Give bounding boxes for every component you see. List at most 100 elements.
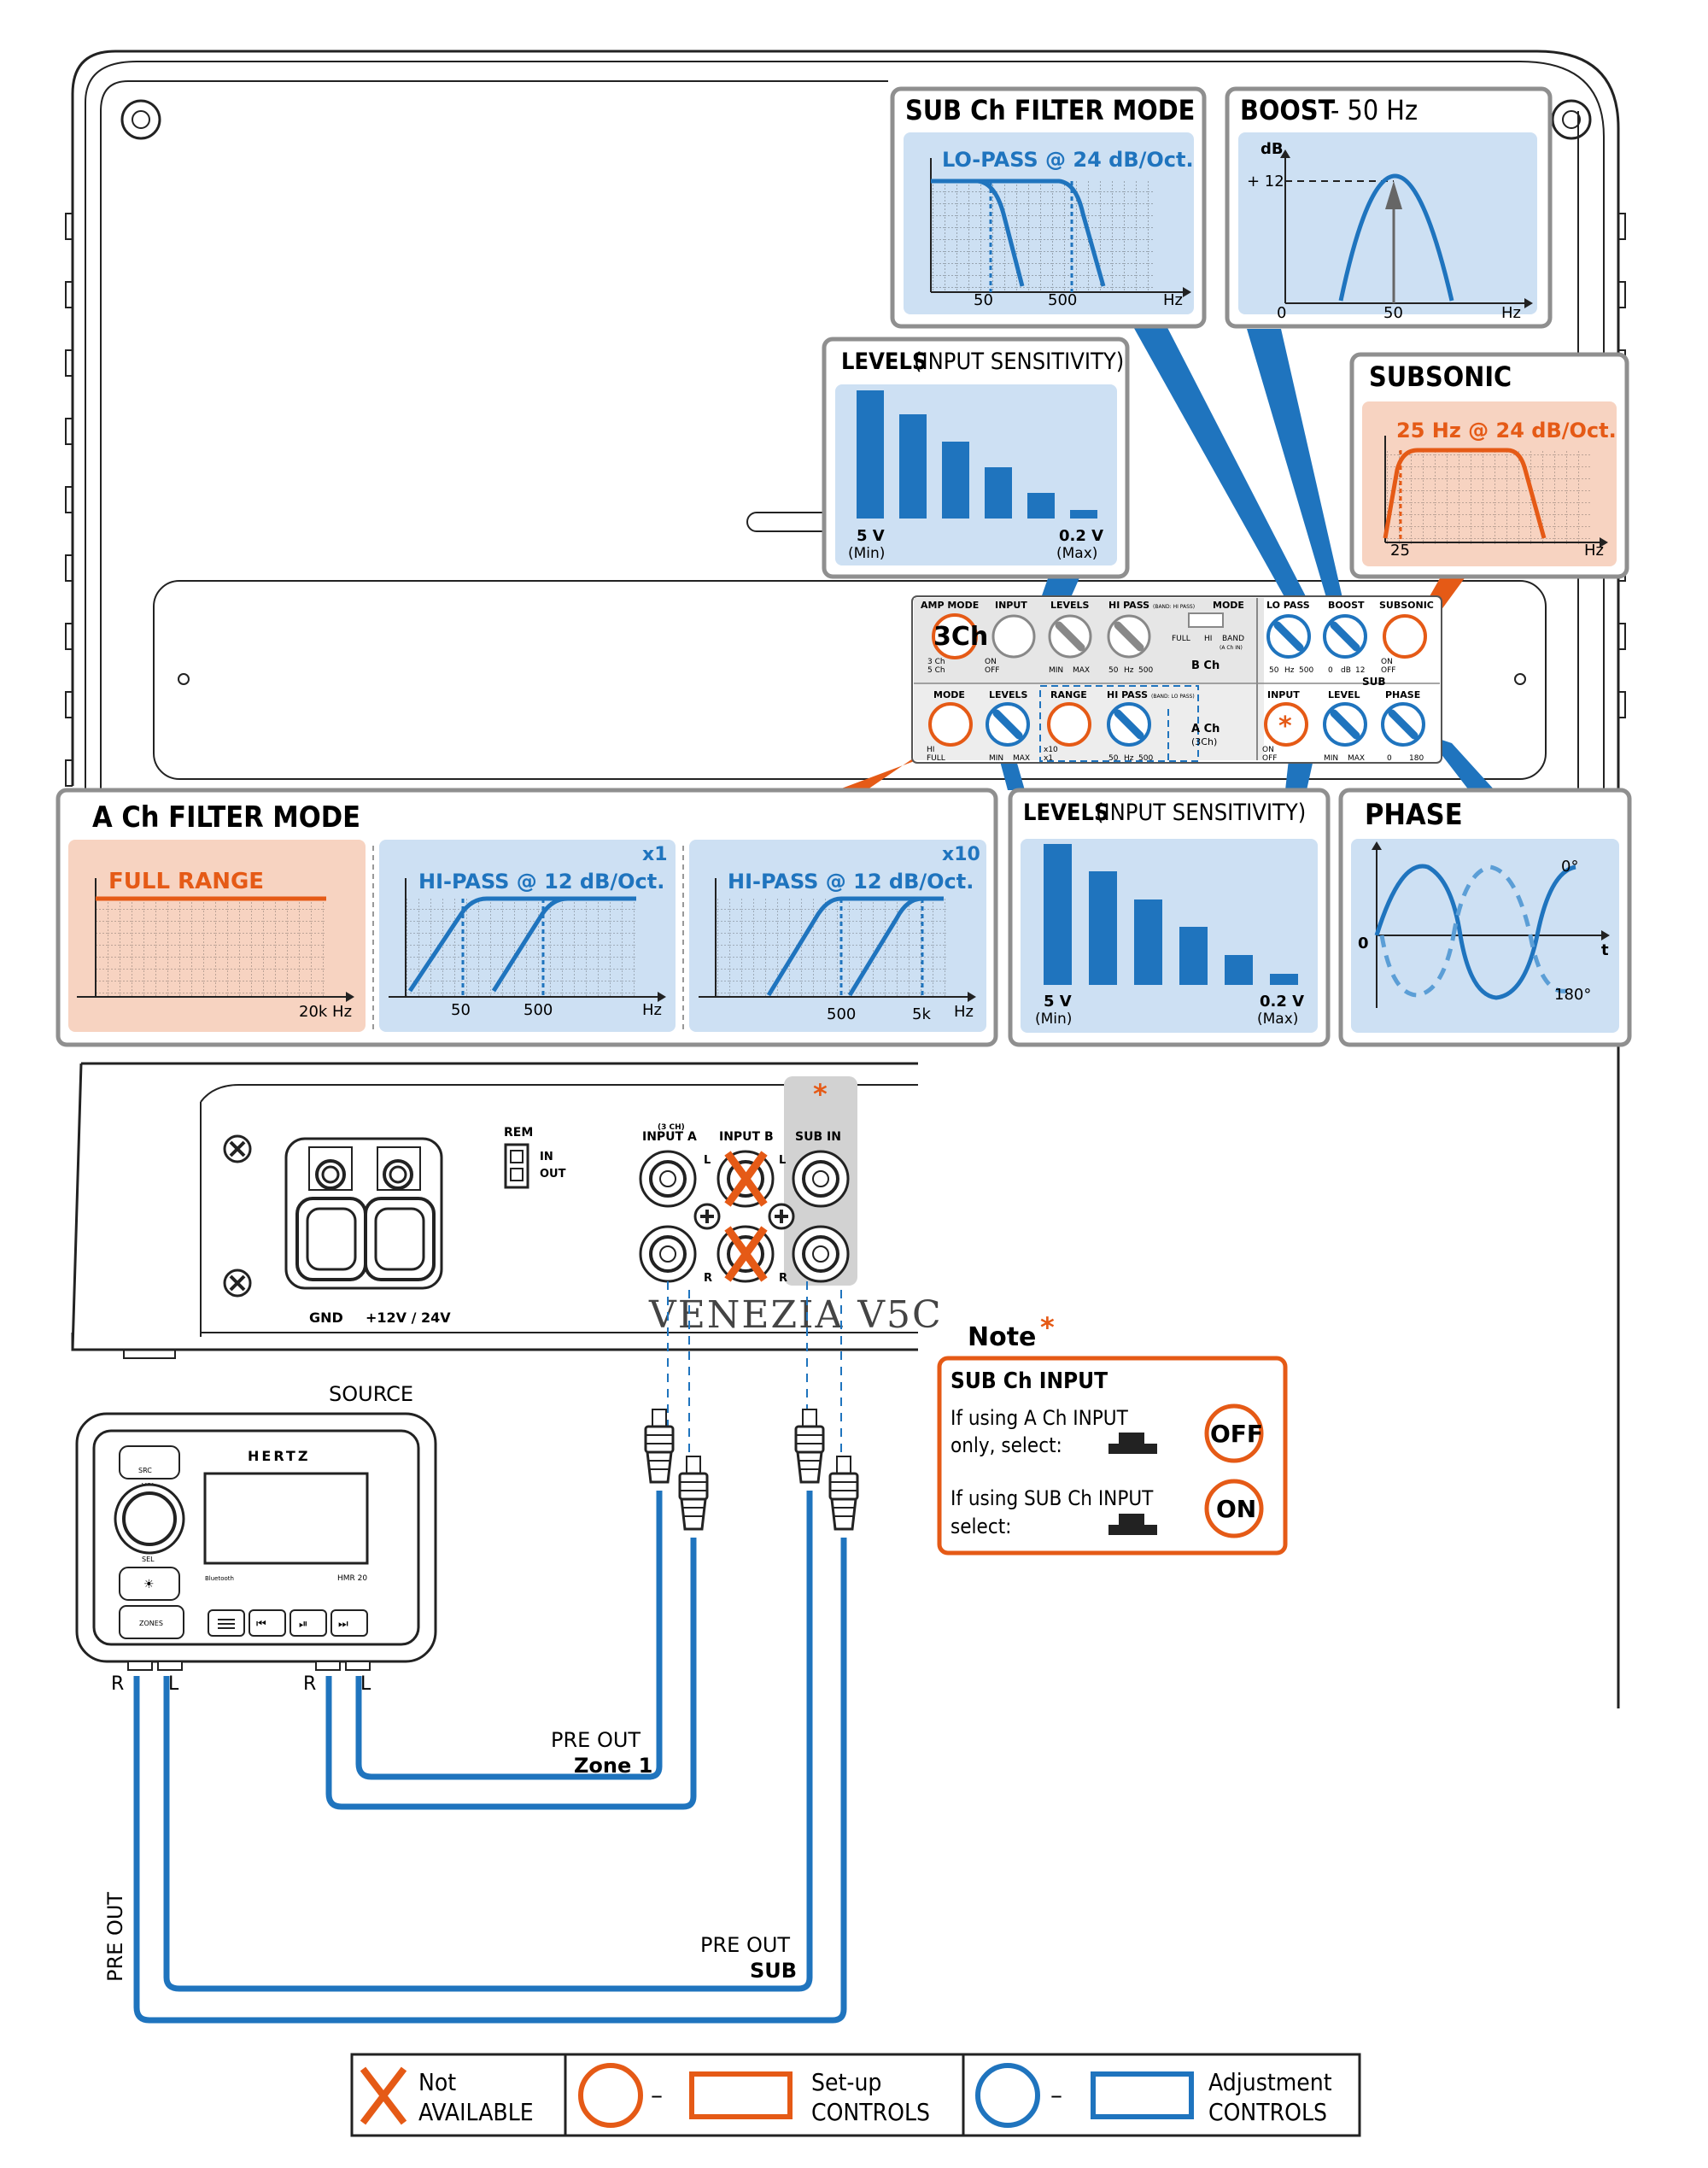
switch-off-icon — [1108, 1433, 1157, 1454]
rem-out-label: OUT — [540, 1168, 566, 1181]
a-hp-50: 50 — [1108, 754, 1119, 763]
levels-top-left-value: 5 V — [857, 527, 885, 545]
a-range-x10: x10 — [1044, 746, 1058, 754]
a-range-switch[interactable] — [1047, 702, 1091, 747]
sub-filter-tick-50: 50 — [974, 291, 993, 309]
prev-icon: ⏮ — [256, 1618, 266, 1631]
sub-level-min: MIN — [1324, 754, 1338, 763]
levels-top-title-bold: LEVELS — [841, 349, 927, 375]
prev-button[interactable] — [249, 1609, 286, 1637]
sub-subsonic-label: SUBSONIC — [1379, 600, 1434, 611]
a-filter-mode-box: A Ch FILTER MODE FULL RANGE 20k Hz x1 HI… — [56, 788, 998, 1047]
a-mode-switch[interactable] — [928, 702, 973, 747]
levels-bottom-left-value: 5 V — [1044, 993, 1072, 1011]
input-b-label: INPUT B — [719, 1130, 774, 1144]
note-box: Note * SUB Ch INPUT If using A Ch INPUT … — [937, 1311, 1288, 1556]
sub-boost-db: dB — [1341, 666, 1351, 675]
hp-x1-label: HI-PASS @ 12 dB/Oct. — [418, 870, 664, 894]
sub-boost-label: BOOST — [1328, 600, 1365, 611]
rca-input-a-l[interactable] — [639, 1150, 697, 1208]
a-hipass-label: HI PASS — [1107, 689, 1148, 700]
a-hipass-note: (BAND: LO PASS) — [1151, 694, 1195, 700]
zone1-label: Zone 1 — [574, 1754, 652, 1778]
sub-subsonic-on: ON — [1381, 658, 1393, 666]
src-button[interactable] — [119, 1445, 180, 1480]
level-bottom-bar-6 — [1270, 974, 1298, 985]
phase-box: PHASE 0° 180° 0 t — [1338, 788, 1632, 1047]
pre-out-zone1-label: PRE OUT — [551, 1728, 640, 1752]
hp-x1-tick-500: 500 — [524, 1001, 553, 1019]
rca-plug-1 — [644, 1409, 675, 1484]
rem-label: REM — [504, 1126, 533, 1140]
out2-r: R — [303, 1673, 316, 1695]
switch-on-icon — [1108, 1514, 1157, 1535]
amp-mode-value: 3Ch — [933, 622, 988, 652]
note-line1b: only, select: — [951, 1433, 1062, 1457]
rca-sub-in-l[interactable] — [792, 1150, 850, 1208]
amp-mode-label: AMP MODE — [921, 600, 979, 611]
input-a-label: INPUT A — [642, 1130, 697, 1144]
sub-in-label: SUB IN — [795, 1130, 841, 1144]
boost-x-tick: 50 — [1383, 304, 1403, 322]
gnd-label: GND — [309, 1310, 343, 1326]
b-levels-max: MAX — [1073, 666, 1090, 675]
boost-y-mark: + 12 — [1247, 173, 1284, 190]
amp-mode-switch[interactable] — [932, 613, 978, 659]
sub-level-max: MAX — [1348, 754, 1365, 763]
control-panel: AMP MODE 3Ch 3 Ch 5 Ch INPUT ON OFF LEVE… — [911, 595, 1442, 764]
b-input-label: INPUT — [995, 600, 1027, 611]
a-mode-full: FULL — [927, 754, 945, 763]
sub-filter-title: SUB Ch FILTER MODE — [905, 94, 1195, 126]
light-button[interactable] — [119, 1567, 180, 1601]
b-mode-switch[interactable] — [1188, 612, 1224, 628]
src-label: SRC — [138, 1467, 152, 1474]
brand-logo: HERTZ — [248, 1448, 310, 1464]
left-fins — [65, 213, 73, 787]
level-bar-5 — [1027, 493, 1055, 519]
hp-x1-mult: x1 — [642, 844, 668, 865]
sub-in-asterisk: * — [813, 1078, 828, 1110]
sel-label: SEL — [142, 1556, 155, 1563]
wiring-cables: PRE OUT Zone 1 PRE OUT SUB PRE OUT — [103, 1281, 847, 2024]
setup-circle-icon — [578, 2063, 643, 2128]
legend-setup: Set-up — [811, 2068, 881, 2096]
zones-label: ZONES — [139, 1620, 163, 1627]
rem-connector: REM IN OUT — [504, 1126, 566, 1189]
not-available-icon — [360, 2066, 407, 2125]
b-input-on: ON — [985, 658, 997, 666]
b-mode-ach: (A Ch IN) — [1220, 645, 1243, 651]
b-input-off: OFF — [985, 666, 999, 675]
note-heading: SUB Ch INPUT — [951, 1368, 1108, 1394]
level-bar-1 — [857, 390, 884, 519]
hp-x10-unit: Hz — [954, 1003, 974, 1021]
boost-title-bold: BOOST — [1240, 94, 1336, 126]
note-line2a: If using SUB Ch INPUT — [951, 1486, 1154, 1510]
a-filter-hp-x1-panel: x1 HI-PASS @ 12 dB/Oct. 50 500 Hz — [379, 840, 676, 1032]
level-bar-3 — [942, 442, 969, 519]
legend-available: AVAILABLE — [418, 2098, 534, 2126]
rca-sub-in-r[interactable] — [792, 1225, 850, 1283]
rca-input-a-r[interactable] — [639, 1225, 697, 1283]
levels-top-box: LEVELS (INPUT SENSITIVITY) 5 V (Min) 0.2… — [822, 337, 1130, 579]
hp-x1-tick-50: 50 — [451, 1001, 471, 1019]
zones-button[interactable] — [119, 1605, 184, 1639]
sub-input-on: ON — [1262, 746, 1274, 754]
note-off: OFF — [1210, 1420, 1263, 1448]
sub-section-label: SUB — [1362, 676, 1386, 688]
a-mode-hi: HI — [927, 746, 934, 754]
boost-x-unit: Hz — [1501, 304, 1521, 322]
sub-subsonic-switch[interactable] — [1383, 614, 1427, 659]
play-pause-button[interactable] — [290, 1609, 327, 1637]
sub-input-switch[interactable] — [1264, 702, 1308, 747]
subsonic-title: SUBSONIC — [1369, 360, 1512, 393]
legend-dash2: – — [1050, 2081, 1062, 2109]
note-line2b: select: — [951, 1515, 1011, 1538]
levels-bottom-right-value: 0.2 V — [1260, 993, 1304, 1011]
level-bar-4 — [985, 467, 1012, 519]
levels-bottom-left-note: (Min) — [1035, 1011, 1072, 1028]
next-button[interactable] — [330, 1609, 368, 1637]
b-input-switch[interactable] — [991, 614, 1036, 659]
legend: Not AVAILABLE – Set-up CONTROLS – Adjust… — [350, 2053, 1361, 2137]
input-a-top-label: (3 CH) — [658, 1123, 685, 1132]
